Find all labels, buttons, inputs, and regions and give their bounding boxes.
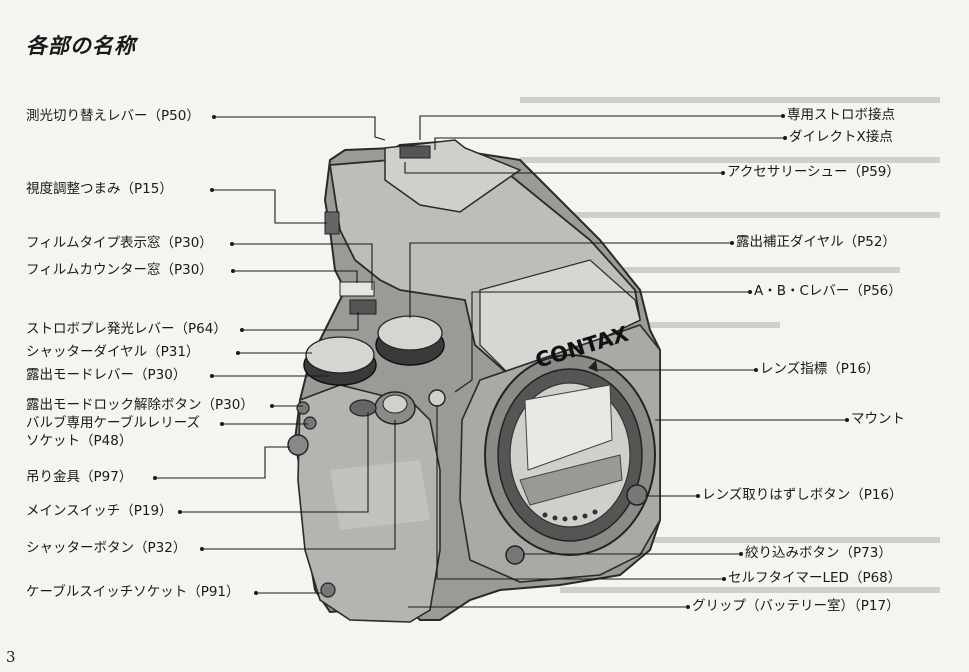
label-direct-x-contact: ダイレクトX接点 [789,129,893,145]
label-diopter-knob: 視度調整つまみ（P15） [26,181,173,197]
label-flash-lever: ストロボプレ発光レバー（P64） [26,321,227,337]
label-strap-lug: 吊り金具（P97） [26,469,133,485]
label-lens-release: レンズ取りはずしボタン（P16） [702,487,903,503]
label-bulb-socket-line1: バルブ専用ケーブルレリーズ [26,415,201,431]
page-number: 3 [6,648,16,666]
label-exp-comp-dial: 露出補正ダイヤル（P52） [736,234,896,250]
label-bulb-socket-line2: ソケット（P48） [26,433,133,449]
label-exposure-mode-lever: 露出モードレバー（P30） [26,367,187,383]
leader-lines [155,115,847,608]
label-film-counter-window: フィルムカウンター窓（P30） [26,262,213,278]
label-mount: マウント [851,411,905,427]
label-metering-lever: 測光切り替えレバー（P50） [26,108,200,124]
label-lens-index: レンズ指標（P16） [760,361,880,377]
label-abc-lever: A・B・Cレバー（P56） [754,283,902,299]
label-grip: グリップ（バッテリー室）（P17） [692,598,900,614]
label-flash-contact: 専用ストロボ接点 [787,107,895,123]
label-shutter-dial: シャッターダイヤル（P31） [26,344,200,360]
background-bleed [520,97,940,593]
page-title: 各部の名称 [26,34,136,58]
label-accessory-shoe: アクセサリーシュー（P59） [727,164,900,180]
label-shutter-button: シャッターボタン（P32） [26,540,187,556]
label-film-type-window: フィルムタイプ表示窓（P30） [26,235,213,251]
label-self-timer-led: セルフタイマーLED（P68） [728,570,902,586]
label-mode-lock-release: 露出モードロック解除ボタン（P30） [26,397,254,413]
camera-body: CONTAX [287,139,661,623]
label-cable-switch-socket: ケーブルスイッチソケット（P91） [26,584,240,600]
label-dof-preview: 絞り込みボタン（P73） [745,545,892,561]
leader-endpoints [153,114,849,609]
label-main-switch: メインスイッチ（P19） [26,503,173,519]
